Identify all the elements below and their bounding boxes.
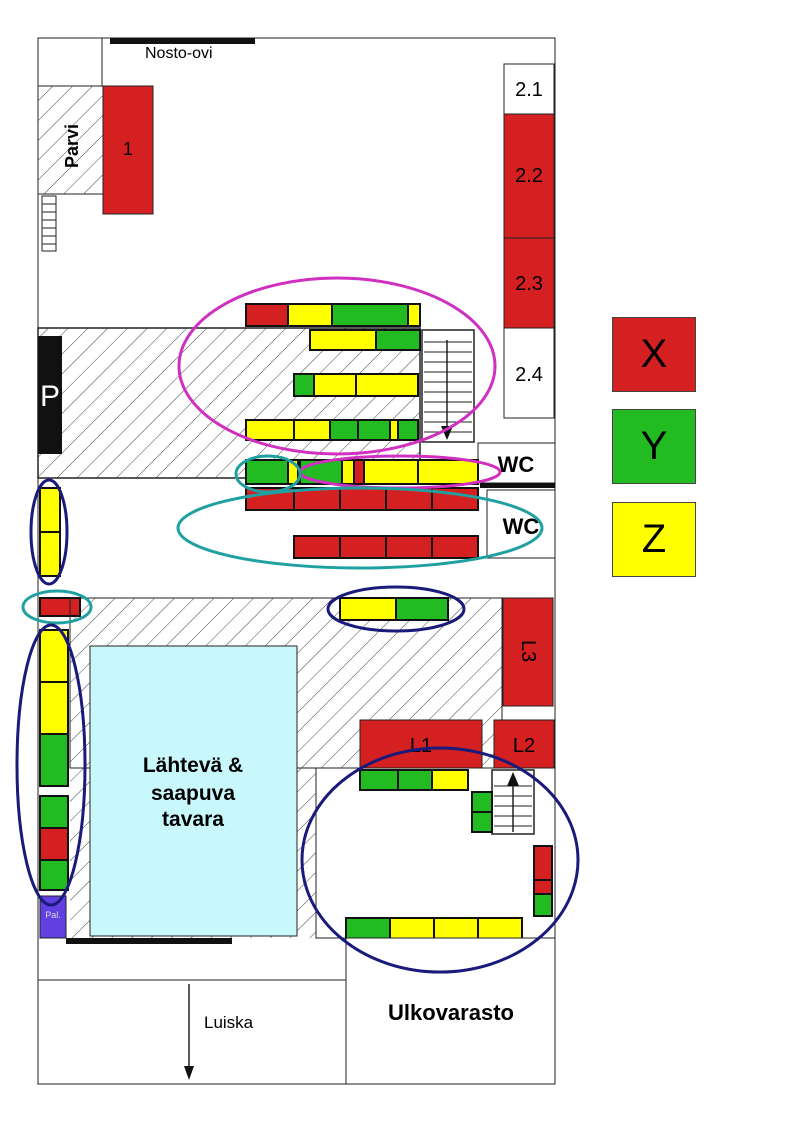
rack-2-4	[503, 327, 555, 419]
rack-l3	[502, 597, 554, 707]
rack-1	[102, 85, 154, 215]
parvi-area	[37, 85, 105, 195]
rack-row-b	[309, 329, 421, 351]
rack-row-d	[245, 419, 419, 441]
rack-row-c	[293, 373, 419, 397]
area-label-line-2: saapuva	[151, 782, 235, 805]
highlight-navy-row-h	[326, 585, 466, 633]
rack-row-e	[245, 459, 479, 485]
stairs-small-icon	[491, 769, 535, 835]
rack-2-1	[503, 63, 555, 115]
legend-y: Y	[612, 409, 696, 484]
highlight-magenta-large	[177, 276, 497, 456]
legend-x: X	[612, 317, 696, 392]
luiska-label: Luiska	[204, 1013, 254, 1032]
rack-2-3	[503, 237, 555, 329]
rack-2-1-label: 2.1	[515, 79, 543, 101]
lower-door	[66, 938, 232, 944]
p-block	[38, 336, 62, 454]
corner-room	[37, 37, 103, 87]
rack-2-3-label: 2.3	[515, 273, 543, 295]
rack-1-label: 1	[123, 139, 133, 159]
luiska-arrow-icon	[184, 984, 194, 1080]
parvi-label: Parvi	[62, 124, 82, 168]
stairs-icon	[421, 329, 475, 443]
wall-segment	[480, 483, 555, 488]
rack-2-2-label: 2.2	[515, 165, 543, 187]
nosto-ovi-door	[110, 38, 255, 44]
rack-row-f	[245, 487, 479, 511]
p-label: P	[40, 380, 60, 413]
highlight-navy-left-lower	[15, 623, 87, 907]
rack-row-j	[345, 917, 523, 941]
rack-small-right	[533, 845, 553, 917]
highlight-navy-left-upper	[29, 478, 69, 586]
rack-row-a	[245, 303, 421, 327]
highlight-teal-large	[176, 486, 544, 570]
rack-2-4-label: 2.4	[515, 364, 543, 386]
rack-row-h	[339, 597, 449, 621]
ulkovarasto-label: Ulkovarasto	[388, 1000, 514, 1025]
legend-z: Z	[612, 502, 696, 577]
highlight-teal-left	[21, 589, 93, 625]
rack-2-2	[503, 113, 555, 239]
area-label-line-3: tavara	[162, 808, 224, 831]
wc-upper-label: WC	[498, 452, 535, 477]
wc-upper	[477, 442, 556, 484]
wc-lower-label: WC	[503, 514, 540, 539]
rack-small-green	[471, 791, 493, 833]
nosto-ovi-label: Nosto-ovi	[145, 45, 213, 62]
rack-l1-label: L1	[410, 735, 432, 757]
rack-l2-label: L2	[513, 735, 535, 757]
rack-row-i	[359, 769, 469, 791]
highlight-navy-bottom-right	[300, 746, 580, 974]
pallet-label: Pal.	[45, 910, 61, 920]
ladder-icon	[41, 195, 57, 252]
area-label-line-1: Lähtevä &	[143, 754, 243, 777]
rack-left-upper	[39, 487, 61, 577]
rack-l3-label: L3	[517, 640, 539, 662]
rack-row-g	[293, 535, 479, 559]
shipping-receiving-area	[89, 645, 298, 937]
rack-left-lower	[39, 629, 69, 891]
